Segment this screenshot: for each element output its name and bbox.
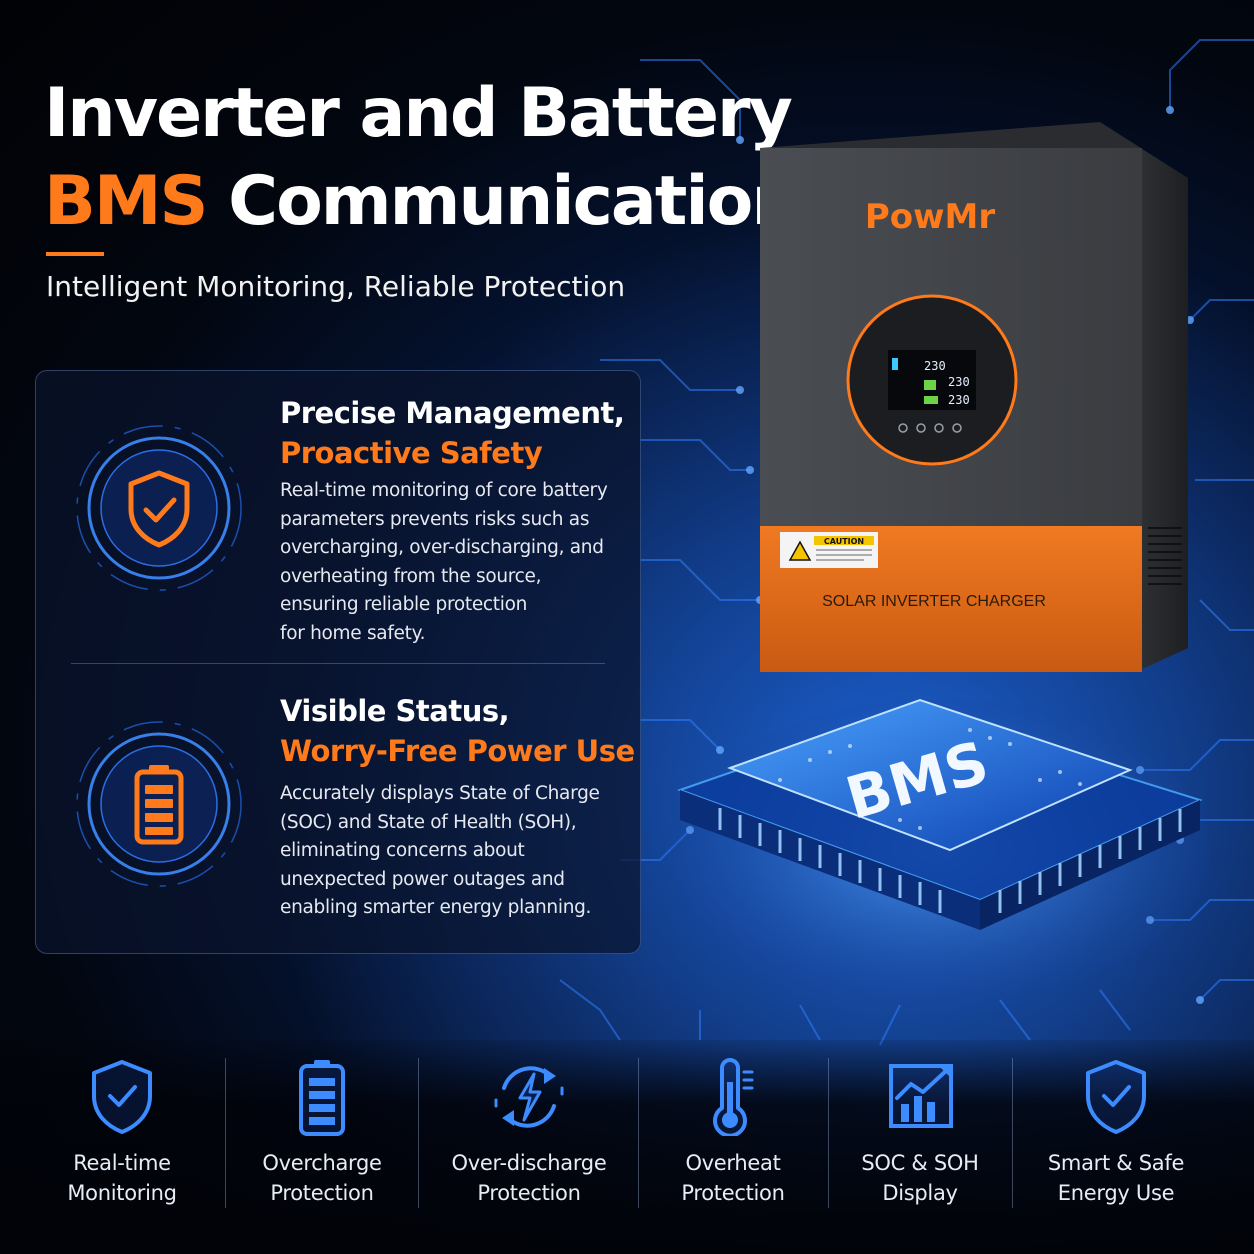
bottom-feature-label: Overheat bbox=[685, 1151, 781, 1175]
bottom-feature-label: Display bbox=[882, 1181, 958, 1205]
feature-1-heading-line2: Proactive Safety bbox=[280, 436, 543, 470]
feature-1-body: Real-time monitoring of core battery par… bbox=[280, 477, 620, 649]
separator bbox=[1012, 1058, 1013, 1208]
feature-2-body-line: eliminating concerns about bbox=[280, 840, 525, 862]
feature-1-heading: Precise Management, Proactive Safety bbox=[280, 393, 625, 473]
page-title: Inverter and Battery BMS Communication bbox=[44, 70, 800, 246]
caution-label: CAUTION bbox=[824, 537, 864, 546]
battery-icon bbox=[299, 1060, 345, 1136]
title-highlight: BMS bbox=[44, 162, 208, 241]
bottom-feature-soc-soh: SOC & SOH Display bbox=[846, 1058, 994, 1208]
feature-2-body-line: unexpected power outages and bbox=[280, 868, 565, 890]
shield-check-icon bbox=[92, 1060, 152, 1134]
separator bbox=[828, 1058, 829, 1208]
feature-panel: Precise Management, Proactive Safety Rea… bbox=[35, 370, 641, 954]
bottom-feature-label: SOC & SOH bbox=[861, 1151, 979, 1175]
feature-1-body-line: overheating from the source, bbox=[280, 565, 542, 587]
panel-divider bbox=[71, 663, 605, 664]
battery-icon bbox=[76, 721, 242, 887]
feature-1-body-line: parameters prevents risks such as bbox=[280, 508, 590, 530]
feature-1-body-line: ensuring reliable protection bbox=[280, 594, 528, 616]
feature-2-body: Accurately displays State of Charge (SOC… bbox=[280, 780, 620, 923]
feature-2-heading-line2: Worry-Free Power Use bbox=[280, 734, 635, 768]
thermometer-icon bbox=[713, 1058, 754, 1136]
title-line-2-rest: Communication bbox=[206, 162, 800, 241]
feature-2-body-line: enabling smarter energy planning. bbox=[280, 897, 592, 919]
bottom-feature-label: Smart & Safe bbox=[1047, 1151, 1185, 1175]
chart-icon bbox=[889, 1064, 953, 1128]
bottom-feature-label: Over-discharge bbox=[451, 1151, 607, 1175]
bottom-feature-bar bbox=[0, 1040, 1254, 1254]
lcd-reading-3: 230 bbox=[948, 393, 970, 407]
shield-check-icon bbox=[1086, 1060, 1146, 1134]
bottom-feature-label: Protection bbox=[270, 1181, 374, 1205]
brand-logo: PowMr bbox=[865, 197, 996, 237]
shield-check-icon bbox=[76, 425, 242, 591]
feature-2-body-line: Accurately displays State of Charge bbox=[280, 783, 600, 804]
bottom-feature-label: Protection bbox=[681, 1181, 785, 1205]
panel-label: SOLAR INVERTER CHARGER bbox=[822, 593, 1046, 610]
bottom-feature-label: Protection bbox=[477, 1181, 581, 1205]
title-line-2: BMS Communication bbox=[44, 158, 800, 246]
subtitle: Intelligent Monitoring, Reliable Protect… bbox=[46, 270, 626, 303]
feature-2-heading-line1: Visible Status, bbox=[280, 694, 510, 728]
separator bbox=[225, 1058, 226, 1208]
feature-1-heading-line1: Precise Management, bbox=[280, 396, 625, 430]
separator bbox=[638, 1058, 639, 1208]
feature-1-body-line: overcharging, over-discharging, and bbox=[280, 537, 604, 559]
bottom-feature-label: Monitoring bbox=[67, 1181, 177, 1205]
lcd-reading-1: 230 bbox=[924, 359, 946, 373]
feature-2-body-line: (SOC) and State of Health (SOH), bbox=[280, 811, 577, 833]
feature-1-body-line: Real-time monitoring of core battery bbox=[280, 480, 608, 501]
lightning-cycle-icon bbox=[494, 1066, 564, 1128]
title-underline bbox=[46, 252, 104, 256]
feature-2-heading: Visible Status, Worry-Free Power Use bbox=[280, 691, 635, 771]
inverter-product-image: PowMr 230 230 230 CAUTION SOLAR INVERTER… bbox=[760, 122, 1188, 672]
lcd-reading-2: 230 bbox=[948, 375, 970, 389]
bms-chip-image: BMS bbox=[670, 698, 1210, 1000]
bottom-feature-label: Real-time bbox=[73, 1151, 171, 1175]
feature-1-body-line: for home safety. bbox=[280, 622, 426, 644]
bottom-feature-label: Overcharge bbox=[262, 1151, 382, 1175]
separator bbox=[418, 1058, 419, 1208]
bottom-feature-label: Energy Use bbox=[1057, 1181, 1175, 1205]
title-line-1: Inverter and Battery bbox=[44, 74, 793, 153]
